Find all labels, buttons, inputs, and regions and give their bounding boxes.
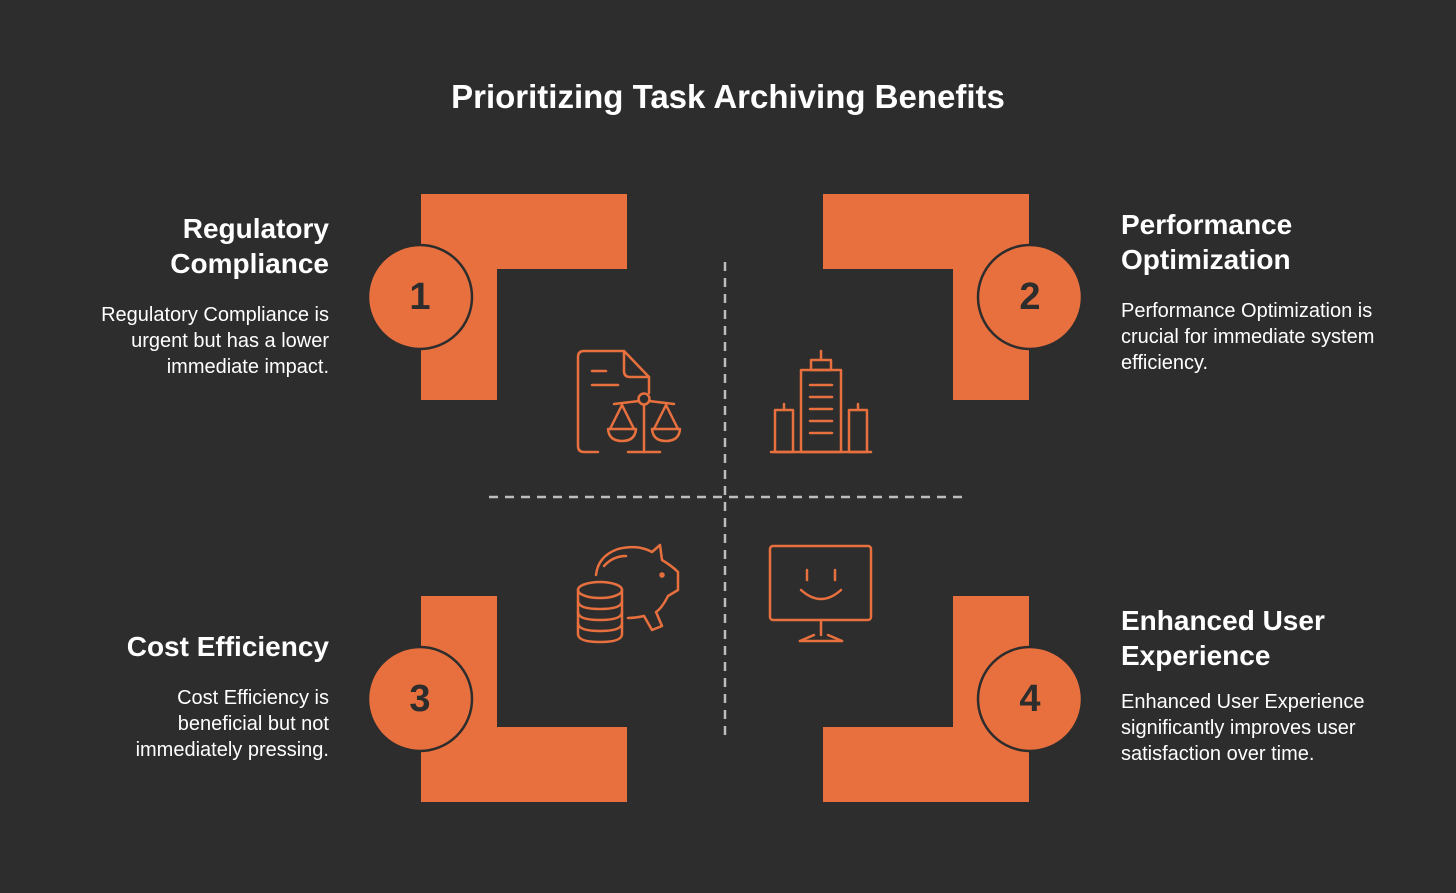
legal-document-scales-icon [576, 349, 682, 454]
bracket-4 [823, 596, 1029, 802]
bracket-1 [421, 194, 627, 400]
number-label-3: 3 [409, 678, 430, 720]
number-badge-2: 2 [976, 243, 1084, 351]
number-label-2: 2 [1019, 276, 1040, 318]
quadrant-4-description: Enhanced User Experience significantly i… [1121, 691, 1365, 765]
number-badge-4: 4 [976, 645, 1084, 753]
quadrant-1-description: Regulatory Compliance is urgent but has … [101, 304, 329, 378]
number-label-1: 1 [409, 276, 430, 318]
number-badge-1: 1 [366, 243, 474, 351]
smiling-monitor-icon [768, 544, 873, 643]
quadrant-3-description: Cost Efficiency is beneficial but not im… [135, 687, 329, 761]
number-badge-3: 3 [366, 645, 474, 753]
bracket-3 [421, 596, 627, 802]
number-label-4: 4 [1019, 678, 1040, 720]
quadrant-1-heading: Regulatory Compliance [170, 213, 329, 279]
piggy-bank-coins-icon [576, 543, 680, 644]
quadrant-2-heading: Performance Optimization [1121, 209, 1293, 275]
quadrant-4-heading: Enhanced User Experience [1121, 605, 1325, 671]
quadrant-3-heading: Cost Efficiency [126, 631, 329, 662]
city-buildings-icon [769, 349, 873, 454]
bracket-2 [823, 194, 1029, 400]
page-title: Prioritizing Task Archiving Benefits [451, 78, 1005, 115]
quadrant-2-description: Performance Optimization is crucial for … [1121, 300, 1375, 374]
